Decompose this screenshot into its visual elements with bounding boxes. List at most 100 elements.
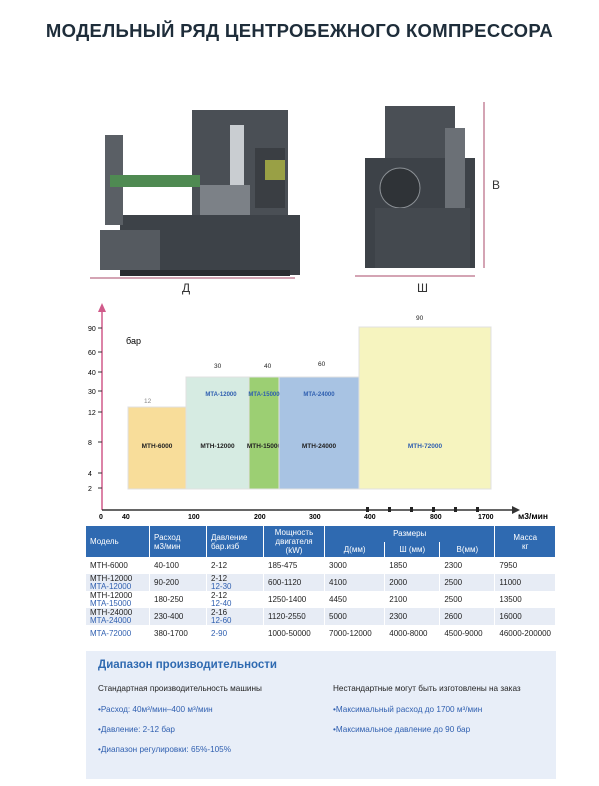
bar-label: MTH-24000: [302, 443, 337, 450]
cell-w: 2300: [384, 608, 441, 625]
bar-mth-12000: [185, 376, 250, 490]
length-label: Д: [182, 281, 191, 295]
cell-mass: 7950: [494, 557, 556, 574]
bar-top-label: 60: [318, 361, 326, 368]
bar-label: MTH-72000: [408, 443, 443, 450]
bar-mth-15000: [248, 376, 280, 490]
mass-unit: кг: [521, 541, 529, 551]
standard-heading: Стандартная производительность машины: [98, 684, 262, 693]
y-tick-label: 8: [88, 440, 92, 447]
overlay-label: MTA-15000: [248, 392, 280, 398]
bar-mth-72000: [358, 326, 492, 490]
mass-header: Масса: [513, 532, 538, 542]
col-model: Модель: [86, 526, 150, 557]
x-tick-label: 100: [188, 514, 200, 521]
x-tick-label: 200: [254, 514, 266, 521]
x-tick-label: 0: [99, 514, 103, 521]
cell-d: 7000-12000: [324, 625, 386, 642]
y-tick-label: 40: [88, 370, 96, 377]
custom-heading: Нестандартные могут быть изготовлены на …: [333, 684, 521, 693]
bar-top-label: 40: [264, 363, 272, 370]
x-tick-mark: [388, 507, 391, 512]
cell-model: MTH-6000: [86, 557, 150, 574]
y-tick-label: 4: [88, 471, 92, 478]
y-axis-arrow: [98, 303, 106, 312]
range-item-max-flow: •Максимальный расход до 1700 м³/мин: [333, 705, 483, 714]
y-tick-label: 2: [88, 486, 92, 493]
y-tick-label: 60: [88, 350, 96, 357]
col-w: Ш (мм): [384, 541, 441, 557]
x-tick-mark: [476, 507, 479, 512]
cell-flow: 40-100: [149, 557, 207, 574]
x-axis-arrow: [512, 506, 520, 514]
col-d: Д(мм): [324, 541, 386, 557]
range-item-regulation: •Диапазон регулировки: 65%-105%: [98, 745, 232, 754]
flow-unit: м3/мин: [154, 541, 181, 551]
cell-h: 2300: [439, 557, 496, 574]
pressure-header: Давление: [211, 532, 248, 542]
cell-flow: 380-1700: [149, 625, 207, 642]
cell-power: 1250-1400: [263, 591, 325, 608]
overlay-label: MTA-24000: [303, 392, 335, 398]
y-axis-label: бар: [126, 336, 141, 346]
col-mass: Масса кг: [494, 526, 556, 557]
cell-flow: 180-250: [149, 591, 207, 608]
height-label: В: [492, 178, 501, 192]
cell-power: 185-475: [263, 557, 325, 574]
pressure-flow-chart: бар м3/мин MTH-600012MTH-1200030MTH-1500…: [88, 303, 548, 521]
cell-d: 3000: [324, 557, 386, 574]
bar-top-label: 90: [416, 315, 424, 322]
cell-mass: 13500: [494, 591, 556, 608]
x-axis-label: м3/мин: [518, 511, 548, 521]
pressure-unit: бар.изб: [211, 541, 240, 551]
range-title: Диапазон производительности: [98, 659, 277, 671]
cell-w: 2000: [384, 574, 441, 591]
cell-h: 2600: [439, 608, 496, 625]
cell-w: 4000-8000: [384, 625, 441, 642]
compressor-side-image: [90, 110, 300, 279]
cell-h: 2500: [439, 574, 496, 591]
range-item-max-pressure: •Максимальное давление до 90 бар: [333, 725, 471, 734]
x-tick-mark: [410, 507, 413, 512]
col-flow: Расход м3/мин: [149, 526, 207, 557]
x-tick-mark: [432, 507, 435, 512]
range-item-pressure: •Давление: 2-12 бар: [98, 725, 175, 734]
page-title: МОДЕЛЬНЫЙ РЯД ЦЕНТРОБЕЖНОГО КОМПРЕССОРА: [45, 20, 554, 41]
cell-pressure: 2-90: [206, 625, 264, 642]
performance-range-panel: Диапазон производительности Стандартная …: [86, 651, 556, 779]
x-tick-mark: [366, 507, 369, 512]
flow-header: Расход: [154, 532, 181, 542]
overlay-label: MTA-12000: [205, 392, 237, 398]
x-tick-label: 40: [122, 514, 130, 521]
bar-top-label: 12: [144, 398, 152, 405]
width-label: Ш: [417, 281, 428, 295]
col-sizes: Размеры: [324, 526, 496, 542]
cell-power: 1120-2550: [263, 608, 325, 625]
col-power: Мощность двигателя (kW): [263, 526, 325, 557]
range-item-flow: •Расход: 40м³/мин–400 м³/мин: [98, 705, 213, 714]
bar-top-label: 30: [214, 363, 222, 370]
y-tick-label: 12: [88, 410, 96, 417]
cell-w: 2100: [384, 591, 441, 608]
cell-d: 4450: [324, 591, 386, 608]
cell-mass: 16000: [494, 608, 556, 625]
bar-label: MTH-6000: [142, 443, 173, 450]
cell-flow: 90-200: [149, 574, 207, 591]
col-h: В(мм): [439, 541, 496, 557]
bar-label: MTH-12000: [200, 443, 235, 450]
compressor-front-image: [355, 102, 485, 277]
cell-flow: 230-400: [149, 608, 207, 625]
x-tick-label: 1700: [478, 514, 494, 521]
cell-mass: 46000-200000: [494, 625, 556, 642]
bar-mth-24000: [278, 376, 360, 490]
cell-power: 600-1120: [263, 574, 325, 591]
